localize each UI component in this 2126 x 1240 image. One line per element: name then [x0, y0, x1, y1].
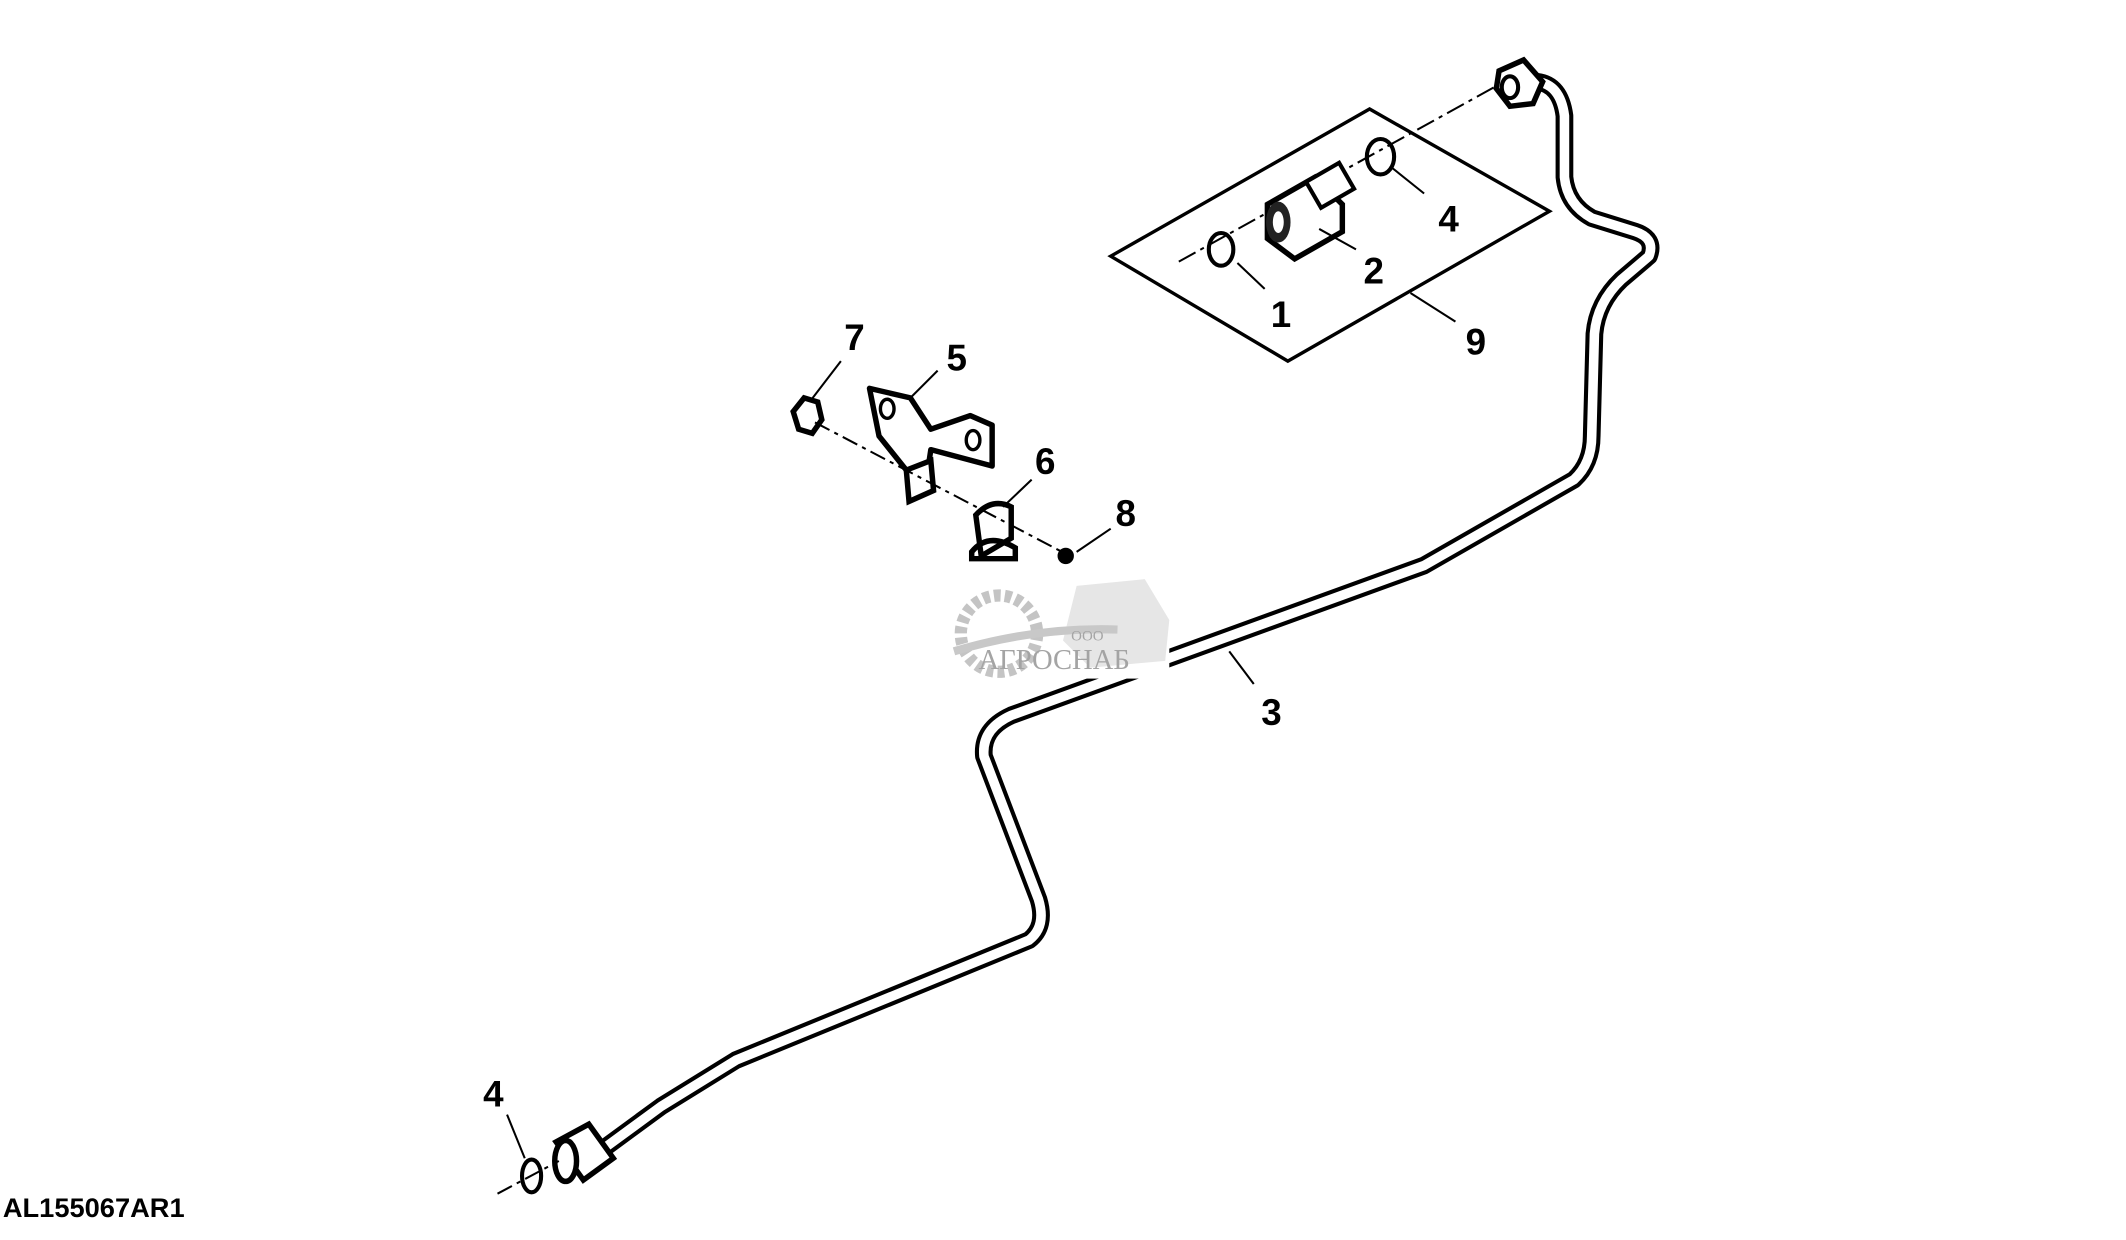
callout-4-lower: 4: [483, 1073, 504, 1114]
watermark-name: АГРОСНАБ: [979, 645, 1130, 676]
bolt-8: [1057, 547, 1074, 565]
kit-outline: [1107, 107, 1553, 364]
o-ring-lower: [519, 1157, 544, 1195]
nut: [790, 394, 825, 437]
figure-id: AL155067AR1: [3, 1192, 185, 1223]
callout-3: 3: [1261, 692, 1281, 733]
o-ring-4: [1364, 136, 1397, 177]
pipe-nut-lower: [552, 1120, 618, 1185]
watermark-prefix: ООО: [1071, 628, 1104, 644]
o-ring-1: [1206, 230, 1236, 268]
callout-9: 9: [1466, 321, 1486, 362]
pipe: [594, 72, 1660, 1159]
callout-7: 7: [844, 317, 864, 358]
pipe-nut-upper: [1493, 56, 1546, 110]
callout-6: 6: [1035, 441, 1055, 482]
callout-4: 4: [1438, 199, 1459, 240]
watermark-logo: ООО АГРОСНАБ: [930, 569, 1170, 679]
callout-8: 8: [1115, 493, 1135, 534]
callout-1: 1: [1271, 294, 1291, 335]
callout-5: 5: [946, 338, 966, 379]
fitting: [1264, 160, 1357, 263]
leader-lines: [506, 165, 1456, 1159]
bracket: [866, 385, 995, 506]
callout-2: 2: [1363, 250, 1383, 291]
clamp: [968, 500, 1019, 562]
